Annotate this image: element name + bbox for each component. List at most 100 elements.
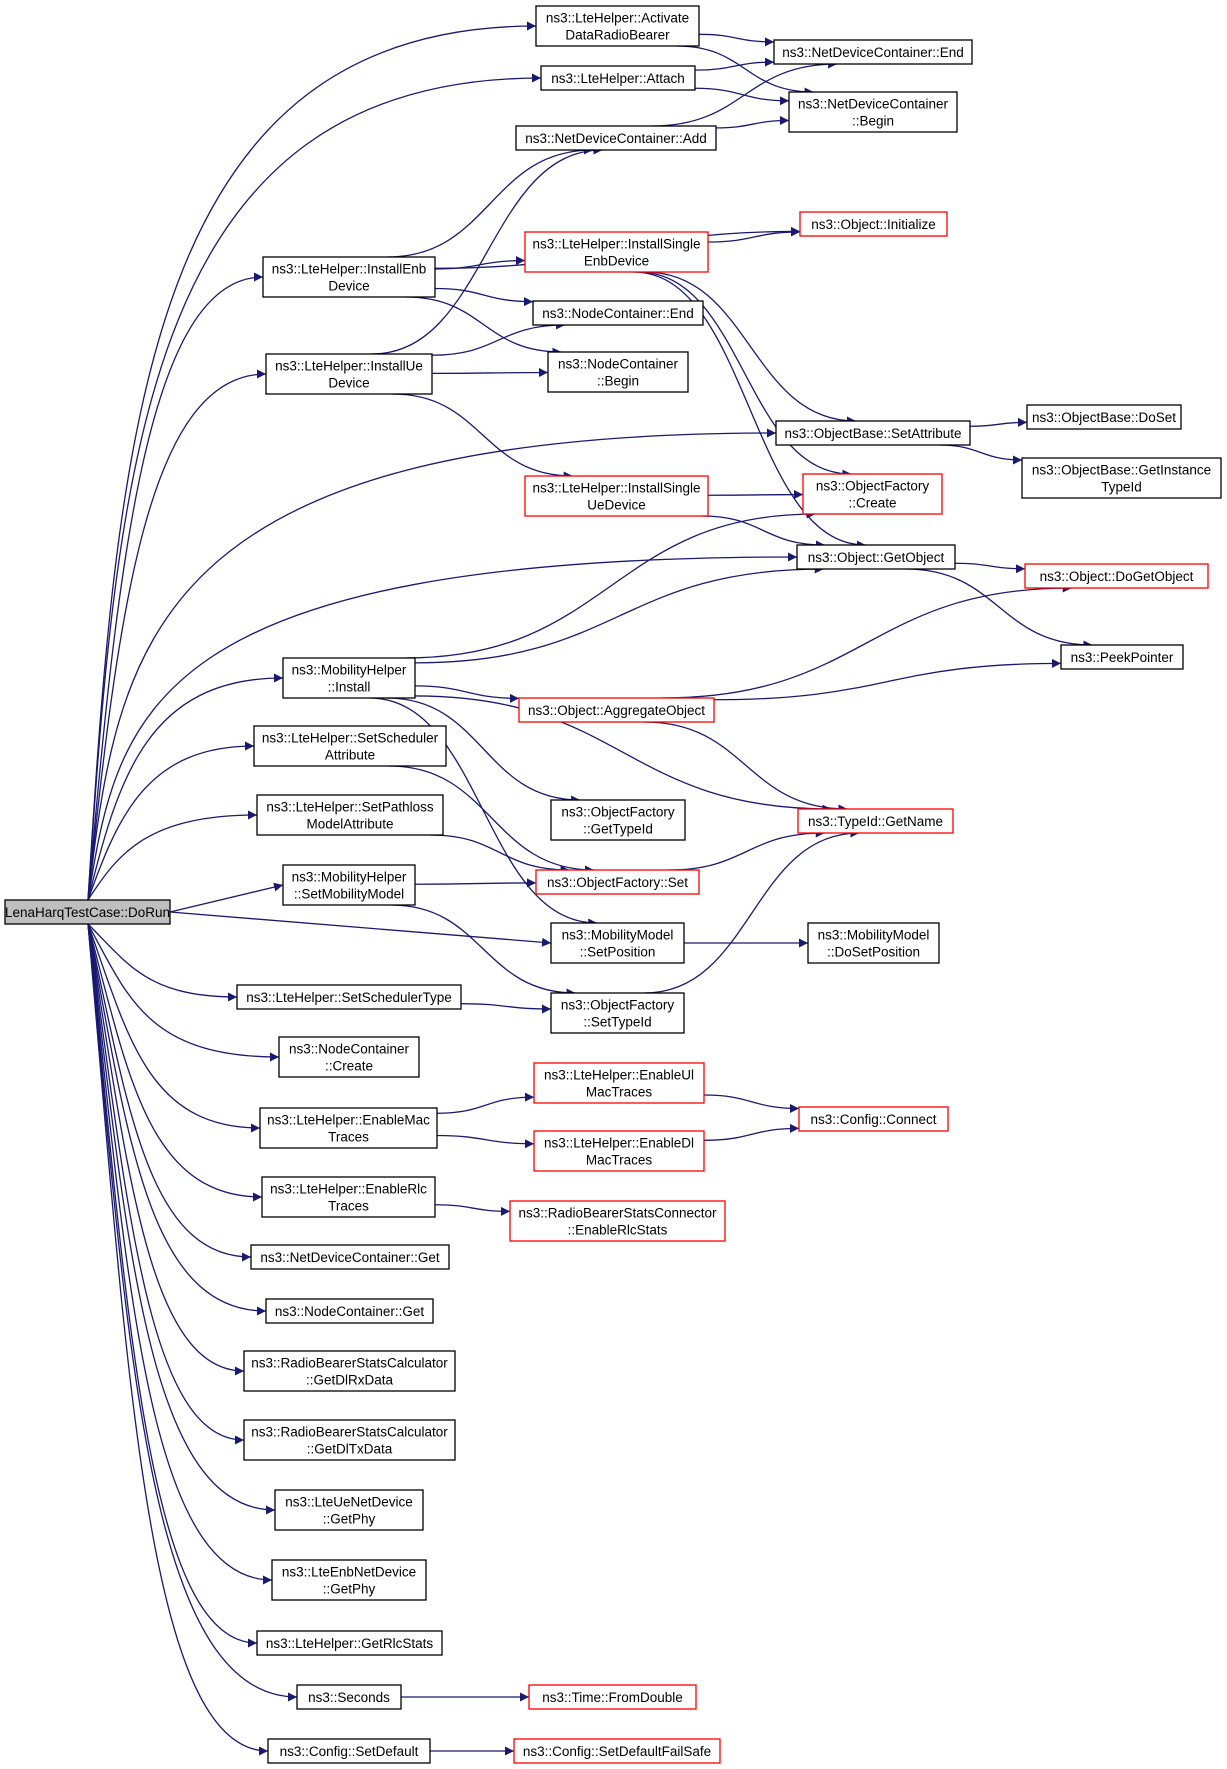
edge-arrow [651,59,838,127]
edge-root-to-ue-getphy [87,923,276,1515]
node-label: ns3::LteHelper::Attach [551,71,685,86]
node-config-setdefault[interactable]: ns3::Config::SetDefault [267,1738,431,1764]
node-box [236,984,462,1010]
node-ob-doset[interactable]: ns3::ObjectBase::DoSet [1026,404,1182,430]
node-peekpointer[interactable]: ns3::PeekPointer [1060,644,1184,670]
node-box [243,1350,456,1392]
node-mob-install[interactable]: ns3::MobilityHelper::Install [282,657,416,699]
edge-install-ue-to-nc-end [431,320,566,356]
node-label: TypeId [1101,480,1142,495]
node-ue-getphy[interactable]: ns3::LteUeNetDevice::GetPhy [274,1489,424,1531]
node-label: ::GetDlTxData [307,1442,393,1457]
node-rbsc-getdltx[interactable]: ns3::RadioBearerStatsCalculator::GetDlTx… [243,1419,456,1461]
node-nc-end[interactable]: ns3::NodeContainer::End [532,300,704,326]
edge-install-enb-to-nc-end [434,287,534,307]
node-obj-getobject[interactable]: ns3::Object::GetObject [796,544,956,570]
node-box [775,420,971,446]
node-rbsc-getdlrx[interactable]: ns3::RadioBearerStatsCalculator::GetDlRx… [243,1350,456,1392]
edge-arrow [713,658,1062,701]
node-nc-create[interactable]: ns3::NodeContainer::Create [278,1036,420,1078]
edge-arrow [87,923,267,1316]
edge-arrow [386,697,581,805]
node-box [515,125,717,151]
edge-arrow [87,923,252,1262]
node-of-create[interactable]: ns3::ObjectFactory::Create [802,473,943,515]
node-box [528,1684,697,1710]
node-label: LenaHarqTestCase::DoRun [5,905,170,920]
edge-enable-mac-to-enable-dl-mac [436,1134,535,1149]
node-ndc-begin[interactable]: ns3::NetDeviceContainer::Begin [788,91,958,133]
node-obj-dogetobject[interactable]: ns3::Object::DoGetObject [1024,563,1209,589]
node-mob-setmodel[interactable]: ns3::MobilityHelper::SetMobilityModel [282,864,416,906]
node-box [243,1419,456,1461]
edge-arrow [387,145,593,258]
node-nc-begin[interactable]: ns3::NodeContainer::Begin [547,351,689,393]
node-box [798,1106,949,1132]
node-ob-setattr[interactable]: ns3::ObjectBase::SetAttribute [775,420,971,446]
edge-arrow [707,490,804,500]
node-ndc-get[interactable]: ns3::NetDeviceContainer::Get [250,1244,450,1270]
node-root[interactable]: LenaHarqTestCase::DoRun [4,899,171,925]
node-label: ns3::PeekPointer [1071,650,1174,665]
edge-enable-ul-mac-to-config-connect [703,1094,800,1113]
node-box [271,1559,427,1601]
node-of-gettypeid[interactable]: ns3::ObjectFactory::GetTypeId [550,799,686,841]
node-of-settypeid[interactable]: ns3::ObjectFactory::SetTypeId [550,992,685,1034]
edge-arrow [637,271,852,479]
node-label: ns3::ObjectBase::GetInstance [1032,463,1211,478]
node-seconds[interactable]: ns3::Seconds [296,1684,402,1710]
node-box [550,992,685,1034]
node-config-setdefaultfs[interactable]: ns3::Config::SetDefaultFailSafe [513,1738,721,1764]
node-label: ns3::MobilityModel [562,928,674,943]
node-ndc-add[interactable]: ns3::NetDeviceContainer::Add [515,125,717,151]
edge-root-to-rbsc-getdlrx [87,923,245,1376]
node-label: ns3::ObjectBase::SetAttribute [784,426,961,441]
edge-install-single-enb-to-obj-init [707,227,801,243]
edge-arrow [87,923,245,1445]
node-aggregate[interactable]: ns3::Object::AggregateObject [518,697,715,723]
node-set-sched-type[interactable]: ns3::LteHelper::SetSchedulerType [236,984,462,1010]
edge-root-to-attach [87,73,542,901]
node-box [802,473,943,515]
node-box [250,1244,450,1270]
node-box [540,65,696,91]
node-time-fromdouble[interactable]: ns3::Time::FromDouble [528,1684,697,1710]
node-label: ns3::Object::DoGetObject [1040,569,1194,584]
node-config-connect[interactable]: ns3::Config::Connect [798,1106,949,1132]
edge-arrow [436,1134,535,1149]
node-label: ::DoSetPosition [827,945,920,960]
node-enb-getphy[interactable]: ns3::LteEnbNetDevice::GetPhy [271,1559,427,1601]
node-label: ns3::ObjectFactory [561,998,675,1013]
node-of-set[interactable]: ns3::ObjectFactory::Set [535,869,700,895]
node-nc-get[interactable]: ns3::NodeContainer::Get [265,1298,434,1324]
node-set-pathloss[interactable]: ns3::LteHelper::SetPathlossModelAttribut… [256,794,444,836]
node-label: EnbDevice [584,254,649,269]
node-ndc-end[interactable]: ns3::NetDeviceContainer::End [773,39,973,65]
node-mm-setpos[interactable]: ns3::MobilityModel::SetPosition [550,922,685,964]
node-box [797,808,954,834]
node-box [256,794,444,836]
edge-arrow [644,271,856,426]
node-obj-init[interactable]: ns3::Object::Initialize [799,211,948,237]
node-label: ns3::Config::SetDefault [280,1744,419,1759]
edge-root-to-set-sched-attr [87,741,255,901]
node-box [807,922,940,964]
node-typeid-getname[interactable]: ns3::TypeId::GetName [797,808,954,834]
node-rbsc-enablerlc[interactable]: ns3::RadioBearerStatsConnector::EnableRl… [509,1200,726,1242]
edge-mob-install-to-obj-getobject [414,564,824,664]
edge-arrow [715,115,790,129]
node-mm-dosetpos[interactable]: ns3::MobilityModel::DoSetPosition [807,922,940,964]
node-getrlcstats[interactable]: ns3::LteHelper::GetRlcStats [256,1630,443,1656]
node-attach[interactable]: ns3::LteHelper::Attach [540,65,696,91]
